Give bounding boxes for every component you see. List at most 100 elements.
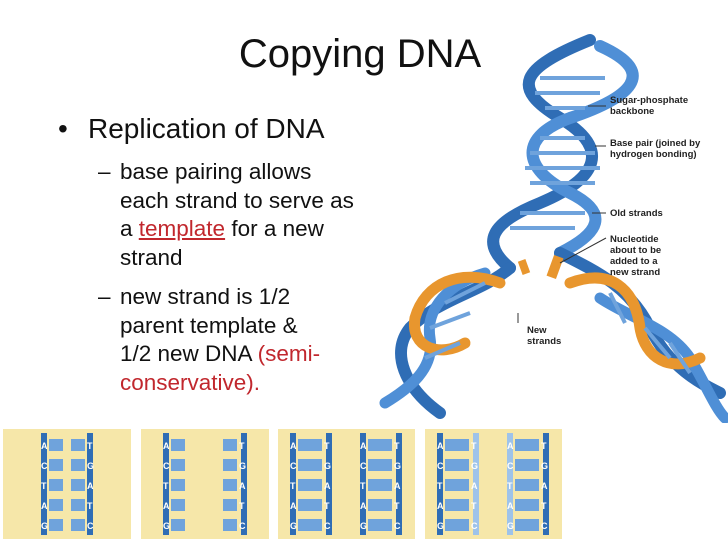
base-block	[71, 439, 85, 451]
base-block	[49, 479, 63, 491]
base-letter: A	[360, 501, 367, 511]
base-letter: T	[394, 441, 400, 451]
base-block	[223, 479, 237, 491]
semi-conservative-link-cont[interactable]: conservative).	[120, 369, 261, 395]
base-letter: C	[163, 461, 170, 471]
base-letter: A	[41, 441, 48, 451]
base-block	[378, 499, 392, 511]
base-letter: A	[290, 441, 297, 451]
base-letter: G	[471, 461, 478, 471]
base-block	[308, 459, 322, 471]
base-block	[71, 479, 85, 491]
base-letter: T	[41, 481, 47, 491]
base-letter: T	[437, 481, 443, 491]
base-block	[49, 439, 63, 451]
base-letter: G	[324, 461, 331, 471]
base-letter: A	[507, 441, 514, 451]
base-block	[223, 519, 237, 531]
base-letter: G	[360, 521, 367, 531]
base-letter: C	[541, 521, 548, 531]
base-block	[378, 439, 392, 451]
base-letter: G	[41, 521, 48, 531]
base-letter: C	[360, 461, 367, 471]
sub2-line3: 1/2 new DNA (semi-	[120, 341, 321, 366]
base-block	[49, 459, 63, 471]
base-pairs	[424, 76, 692, 375]
base-letter: A	[239, 481, 246, 491]
base-block	[49, 499, 63, 511]
base-letter: A	[163, 501, 170, 511]
base-block	[455, 439, 469, 451]
base-letter: C	[87, 521, 94, 531]
base-block	[71, 519, 85, 531]
dash-marker: –	[98, 159, 111, 184]
base-block	[171, 439, 185, 451]
base-block	[171, 479, 185, 491]
base-letter: G	[507, 521, 514, 531]
base-block	[171, 459, 185, 471]
semi-conservative-link[interactable]: (semi-	[257, 341, 321, 366]
dash-marker: –	[98, 284, 111, 309]
sub1-line3: a template for a new	[120, 216, 324, 241]
base-letter: A	[41, 501, 48, 511]
base-block	[455, 479, 469, 491]
base-block	[525, 499, 539, 511]
sub1-line2: each strand to serve as	[120, 187, 354, 213]
base-letter: C	[471, 521, 478, 531]
sub1-line1: base pairing allows	[120, 159, 312, 184]
base-block	[455, 499, 469, 511]
base-letter: T	[471, 441, 477, 451]
base-letter: C	[41, 461, 48, 471]
base-letter: A	[394, 481, 401, 491]
base-letter: T	[163, 481, 169, 491]
base-block	[223, 499, 237, 511]
base-letter: C	[437, 461, 444, 471]
template-link[interactable]: template	[138, 216, 226, 241]
base-letter: A	[163, 441, 170, 451]
base-letter: A	[324, 481, 331, 491]
sub2-line1: new strand is 1/2	[120, 284, 291, 309]
base-letter: C	[239, 521, 246, 531]
base-block	[378, 459, 392, 471]
sub2-line4: conservative).	[120, 369, 320, 398]
base-letter: G	[437, 521, 444, 531]
base-block	[49, 519, 63, 531]
base-letter: C	[394, 521, 401, 531]
base-letter: T	[471, 501, 477, 511]
base-letter: T	[324, 501, 330, 511]
base-letter: G	[394, 461, 401, 471]
base-letter: C	[507, 461, 514, 471]
base-letter: T	[541, 501, 547, 511]
base-block	[525, 479, 539, 491]
base-letter: T	[507, 481, 513, 491]
base-letter: T	[239, 501, 245, 511]
sub2-line2: parent template &	[120, 312, 298, 338]
bullet-text: Replication of DNA	[88, 113, 325, 144]
base-letter: T	[239, 441, 245, 451]
base-block	[171, 499, 185, 511]
base-block	[71, 499, 85, 511]
base-letter: A	[437, 501, 444, 511]
base-block	[223, 439, 237, 451]
base-block	[378, 519, 392, 531]
base-letter: A	[507, 501, 514, 511]
base-letter: T	[324, 441, 330, 451]
label-leaders	[517, 105, 607, 323]
base-letter: A	[471, 481, 478, 491]
base-letter: G	[87, 461, 94, 471]
label-old-strands: Old strands	[610, 208, 663, 219]
base-letter: A	[437, 441, 444, 451]
slide-title: Copying DNA	[238, 32, 482, 76]
base-block	[525, 459, 539, 471]
base-block	[525, 519, 539, 531]
